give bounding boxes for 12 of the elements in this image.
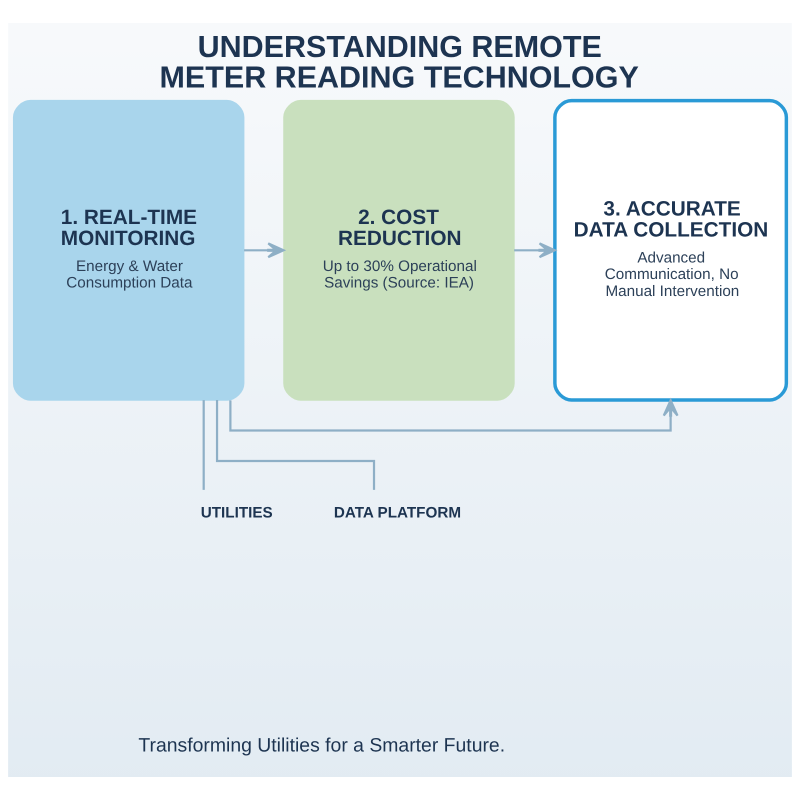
node-box: 1. REAL-TIME MONITORING Energy & Water Consumption Data [12, 100, 244, 401]
connector [216, 400, 376, 490]
node-text: DATA PLATFORM [334, 504, 462, 522]
connector [202, 400, 205, 490]
diagram-title: UNDERSTANDING REMOTE METER READING TECHNOLOGY [160, 30, 639, 95]
node-text: UTILITIES [200, 504, 273, 522]
node-box: 3. ACCURATE DATA COLLECTION Advanced Communication, No Manual Intervention [553, 98, 788, 402]
node-box: 2. COST REDUCTION Up to 30% Operational Savings (Source: IEA) [283, 100, 515, 401]
caption: Transforming Utilities for a Smarter Future. [138, 734, 506, 757]
arrow [229, 399, 679, 432]
arrow [244, 242, 285, 258]
arrow [514, 242, 556, 258]
